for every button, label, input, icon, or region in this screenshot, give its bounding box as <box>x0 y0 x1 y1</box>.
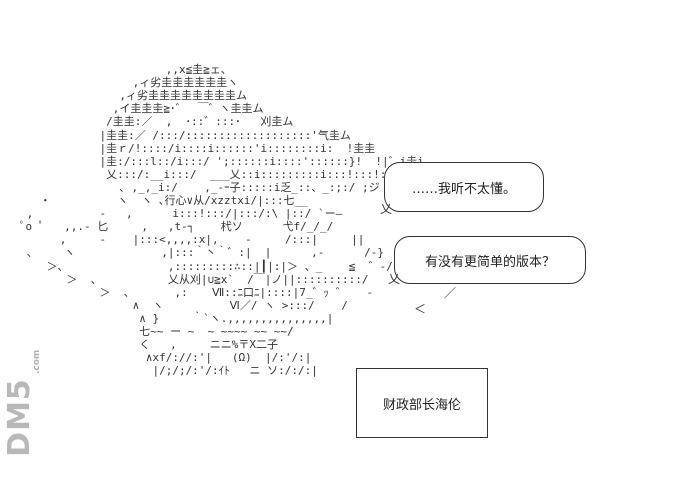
speech-bubble-1-tail: 乂 <box>380 202 393 216</box>
speech-bubble-1-text: ……我听不太懂。 <box>411 181 516 197</box>
speech-bubble-2: 有没有更简单的版本？ <box>394 236 586 284</box>
name-sign: 财政部长海伦 <box>356 368 488 438</box>
watermark-logo-suffix: .com <box>32 349 42 374</box>
speech-bubble-2-tail-point: ＜ <box>414 302 427 316</box>
speech-bubble-2-tail: 乂 <box>388 272 401 286</box>
name-sign-text: 财政部长海伦 <box>382 397 461 413</box>
speech-bubble-2-text: 有没有更简单的版本？ <box>424 254 555 270</box>
watermark-logo-letters: DM5 <box>1 378 37 457</box>
speech-bubble-1: ……我听不太懂。 <box>384 162 544 212</box>
ascii-art-character: ,,x≦圭≧ェ、 ,ィ劣圭圭圭圭圭圭ヽ ,ィ劣圭圭圭圭圭圭圭圭ム ,イ圭圭圭≧･… <box>20 63 464 378</box>
watermark-logo: DM5 .com <box>2 350 46 466</box>
speech-bubble-2-tail-stroke: ／ <box>444 286 457 300</box>
